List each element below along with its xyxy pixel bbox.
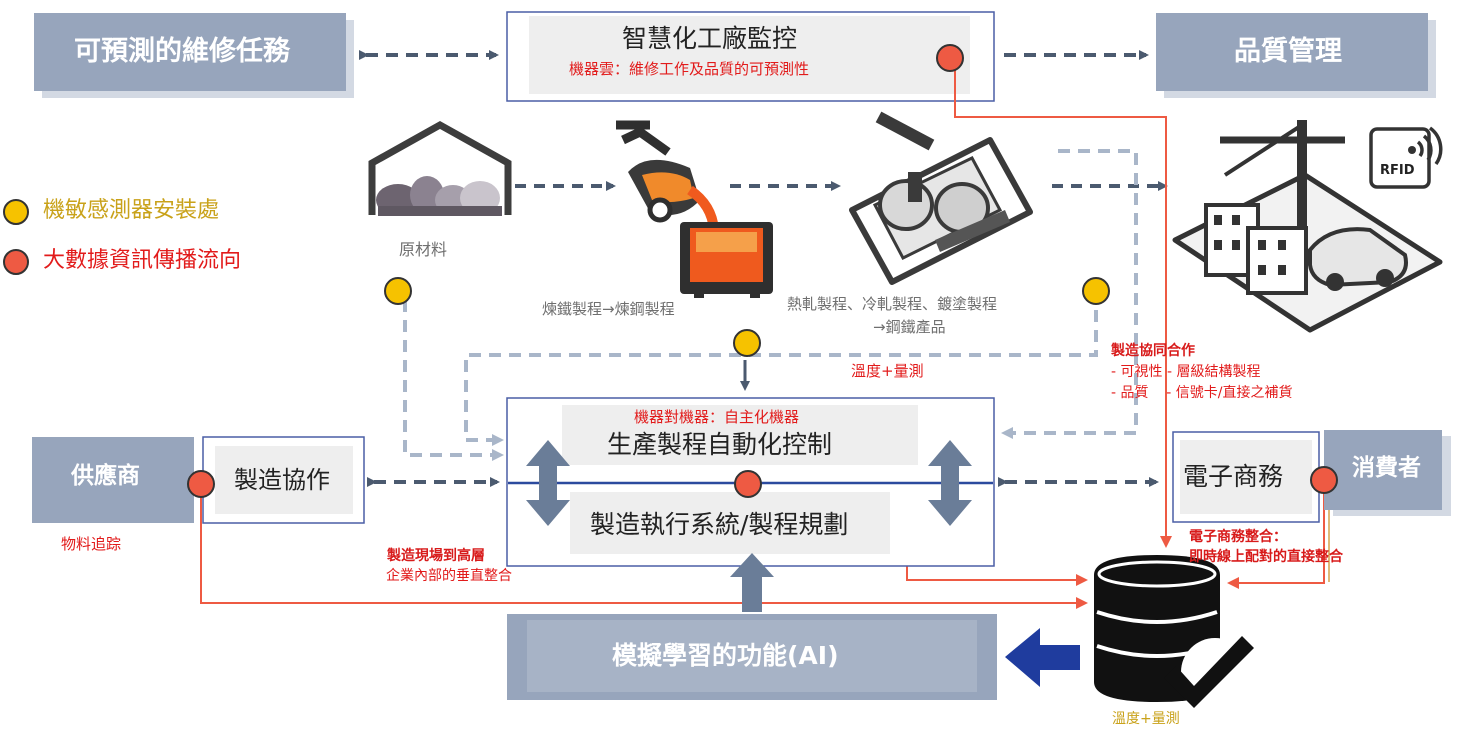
rfid-label: RFID: [1380, 163, 1415, 178]
raw-material-icon: [368, 120, 512, 216]
automation-label: 生產製程自動化控制: [607, 430, 833, 459]
rfid-icon: [1369, 126, 1443, 189]
iron-steel-label: 煉鐵製程→煉鋼製程: [542, 300, 675, 318]
bigdata-markers: [3, 44, 1338, 498]
rolling-label-line1: 熱軋製程、冷軋製程、鍍塗製程: [787, 295, 998, 313]
material-tracking-label: 物料追踪: [61, 535, 122, 553]
database-check-icon: [1094, 555, 1254, 708]
left-updown-arrow: [526, 440, 570, 526]
mes-label: 製造執行系統/製程規劃: [590, 510, 849, 539]
ecommerce-label: 電子商務: [1183, 462, 1284, 491]
ai-box: [507, 614, 997, 700]
ecommerce-box: [1172, 431, 1320, 523]
rolling-label-line2: →鋼鐵產品: [873, 318, 946, 336]
smart-factory-title: 智慧化工廠監控: [622, 24, 798, 53]
rolling-mill-icon: [849, 111, 1033, 285]
legend-bigdata-label: 大數據資訊傳播流向: [43, 248, 242, 273]
raw-material-label: 原材料: [399, 240, 448, 259]
supplier-box: [32, 437, 194, 523]
consumer-box: [1324, 430, 1451, 516]
right-updown-arrow: [928, 440, 972, 526]
big-left-arrow: [1005, 628, 1080, 687]
collab-line1: - 可視性 - 層級結構製程: [1111, 364, 1261, 380]
vertical-integration-title: 製造現場到高層: [387, 548, 485, 564]
manufacturing-collab-box: [202, 436, 365, 524]
ecom-integration-line2: 即時線上配對的直接整合: [1189, 549, 1343, 565]
smart-factory-subtitle: 機器雲：維修工作及品質的可預測性: [569, 60, 810, 78]
temp-measure-bottom: 溫度+量測: [1112, 711, 1180, 727]
steelmaking-icon: [616, 120, 773, 298]
collab-line2: - 品質 - 信號卡/直接之補貨: [1111, 385, 1293, 401]
m2m-label: 機器對機器：自主化機器: [634, 408, 800, 426]
quality-management-label: 品質管理: [1234, 36, 1342, 67]
smart-factory-box: [506, 11, 995, 102]
legend-sensor-label: 機敏感測器安裝處: [43, 198, 220, 223]
sensor-markers: [3, 199, 1110, 357]
quality-management-box: [1156, 13, 1436, 98]
collab-title: 製造協同合作: [1111, 343, 1195, 359]
supplier-label: 供應商: [71, 463, 140, 489]
ecom-integration-line1: 電子商務整合：: [1189, 529, 1287, 545]
manufacturing-collab-label: 製造協作: [234, 466, 330, 494]
temp-measure-middle: 溫度+量測: [851, 362, 924, 380]
predictive-maintenance-label: 可預測的維修任務: [74, 36, 290, 67]
ai-label: 模擬學習的功能(AI): [612, 641, 839, 670]
ai-up-arrow: [730, 553, 774, 612]
predictive-maintenance-box: [34, 13, 354, 98]
vertical-integration-sub: 企業內部的垂直整合: [386, 568, 512, 584]
city-factory-icon: [1172, 120, 1443, 333]
sensor-feedback-lines: [403, 149, 1138, 461]
consumer-label: 消費者: [1352, 455, 1421, 481]
